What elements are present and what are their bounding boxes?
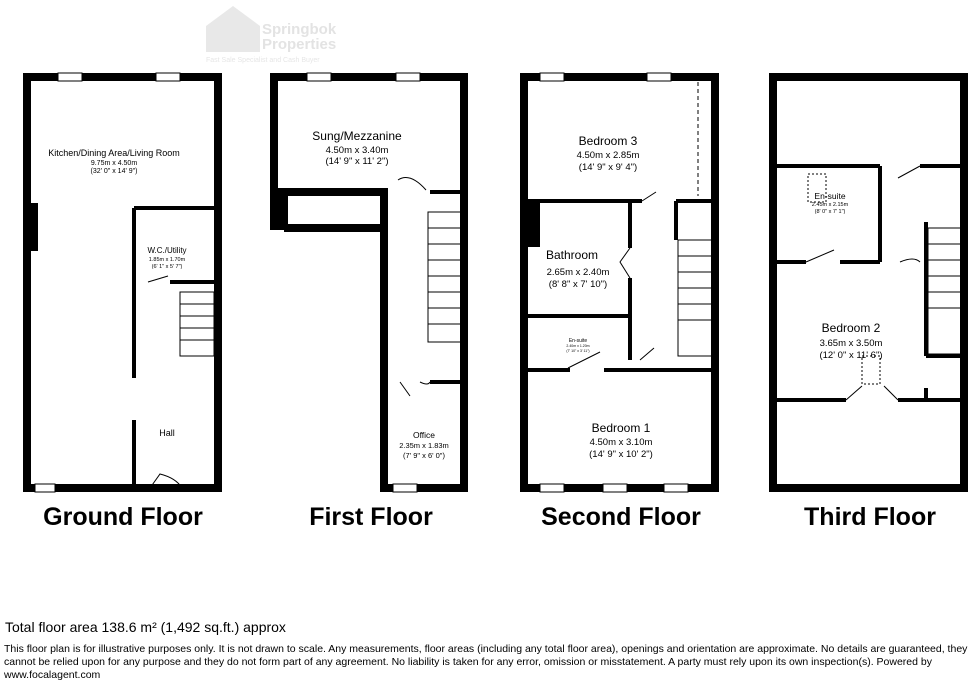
- room-imperial: (14' 9" x 9' 4"): [579, 162, 637, 173]
- room-name: Bedroom 3: [579, 134, 638, 148]
- second-floor-title: Second Floor: [541, 503, 701, 531]
- room-name: Kitchen/Dining Area/Living Room: [48, 148, 180, 158]
- room-imperial: (32' 0" x 14' 9"): [91, 168, 138, 175]
- room-metric: 4.50m x 3.10m: [590, 437, 653, 448]
- room-imperial: (7' 9" x 6' 0"): [403, 451, 445, 460]
- third-floor-title: Third Floor: [804, 503, 936, 531]
- svg-text:Fast Sale Specialist and Cash: Fast Sale Specialist and Cash Buyer: [206, 57, 320, 64]
- third-floor-plan: [769, 73, 968, 492]
- room-name: Sung/Mezzanine: [312, 129, 402, 143]
- room-name: Hall: [159, 428, 175, 438]
- room-imperial: (8' 0" x 7' 1"): [815, 209, 846, 215]
- room-name: Bedroom 1: [592, 421, 651, 435]
- disclaimer: This floor plan is for illustrative purp…: [4, 643, 968, 681]
- room-name: En-suite: [569, 338, 588, 344]
- room-name: Bathroom: [546, 248, 598, 262]
- second-floor-plan: [520, 72, 719, 493]
- room-metric: 1.85m x 1.70m: [149, 257, 186, 263]
- room-imperial: (14' 9" x 10' 2"): [589, 449, 653, 460]
- springbok-logo: Springbok Properties Fast Sale Specialis…: [198, 4, 368, 69]
- room-metric: 3.65m x 3.50m: [820, 338, 883, 349]
- first-floor-plan: [270, 72, 468, 493]
- room-metric: 4.50m x 3.40m: [326, 145, 389, 156]
- room-metric: 2.35m x 1.83m: [399, 441, 449, 450]
- room-name: Bedroom 2: [822, 321, 881, 335]
- room-imperial: (14' 9" x 11' 2"): [325, 156, 388, 167]
- total-floor-area: Total floor area 138.6 m² (1,492 sq.ft.)…: [5, 619, 286, 635]
- room-name: Office: [413, 430, 435, 440]
- room-name: En-suite: [814, 191, 845, 201]
- room-imperial: (12' 0" x 11' 6"): [819, 350, 882, 361]
- room-metric: 2.45m x 2.15m: [812, 202, 849, 208]
- room-metric: 9.75m x 4.50m: [91, 160, 137, 167]
- room-imperial: (6' 1" x 5' 7"): [152, 264, 183, 270]
- ground-floor-title: Ground Floor: [43, 503, 203, 531]
- first-floor-title: First Floor: [309, 503, 433, 531]
- room-metric: 4.50m x 2.85m: [577, 150, 640, 161]
- room-metric: 2.40m x 1.20m: [566, 344, 589, 348]
- floor-plans: Kitchen/Dining Area/Living Room 9.75m x …: [23, 72, 968, 493]
- room-imperial: (7' 10" x 3' 11"): [566, 349, 589, 353]
- house-logo-icon: Springbok Properties Fast Sale Specialis…: [206, 6, 337, 64]
- svg-text:Springbok: Springbok: [262, 21, 337, 38]
- room-metric: 2.65m x 2.40m: [547, 267, 610, 278]
- room-name: W.C./Utility: [147, 246, 186, 255]
- room-imperial: (8' 8" x 7' 10"): [549, 279, 607, 290]
- ground-floor-plan: [23, 72, 222, 493]
- svg-text:Properties: Properties: [262, 36, 336, 53]
